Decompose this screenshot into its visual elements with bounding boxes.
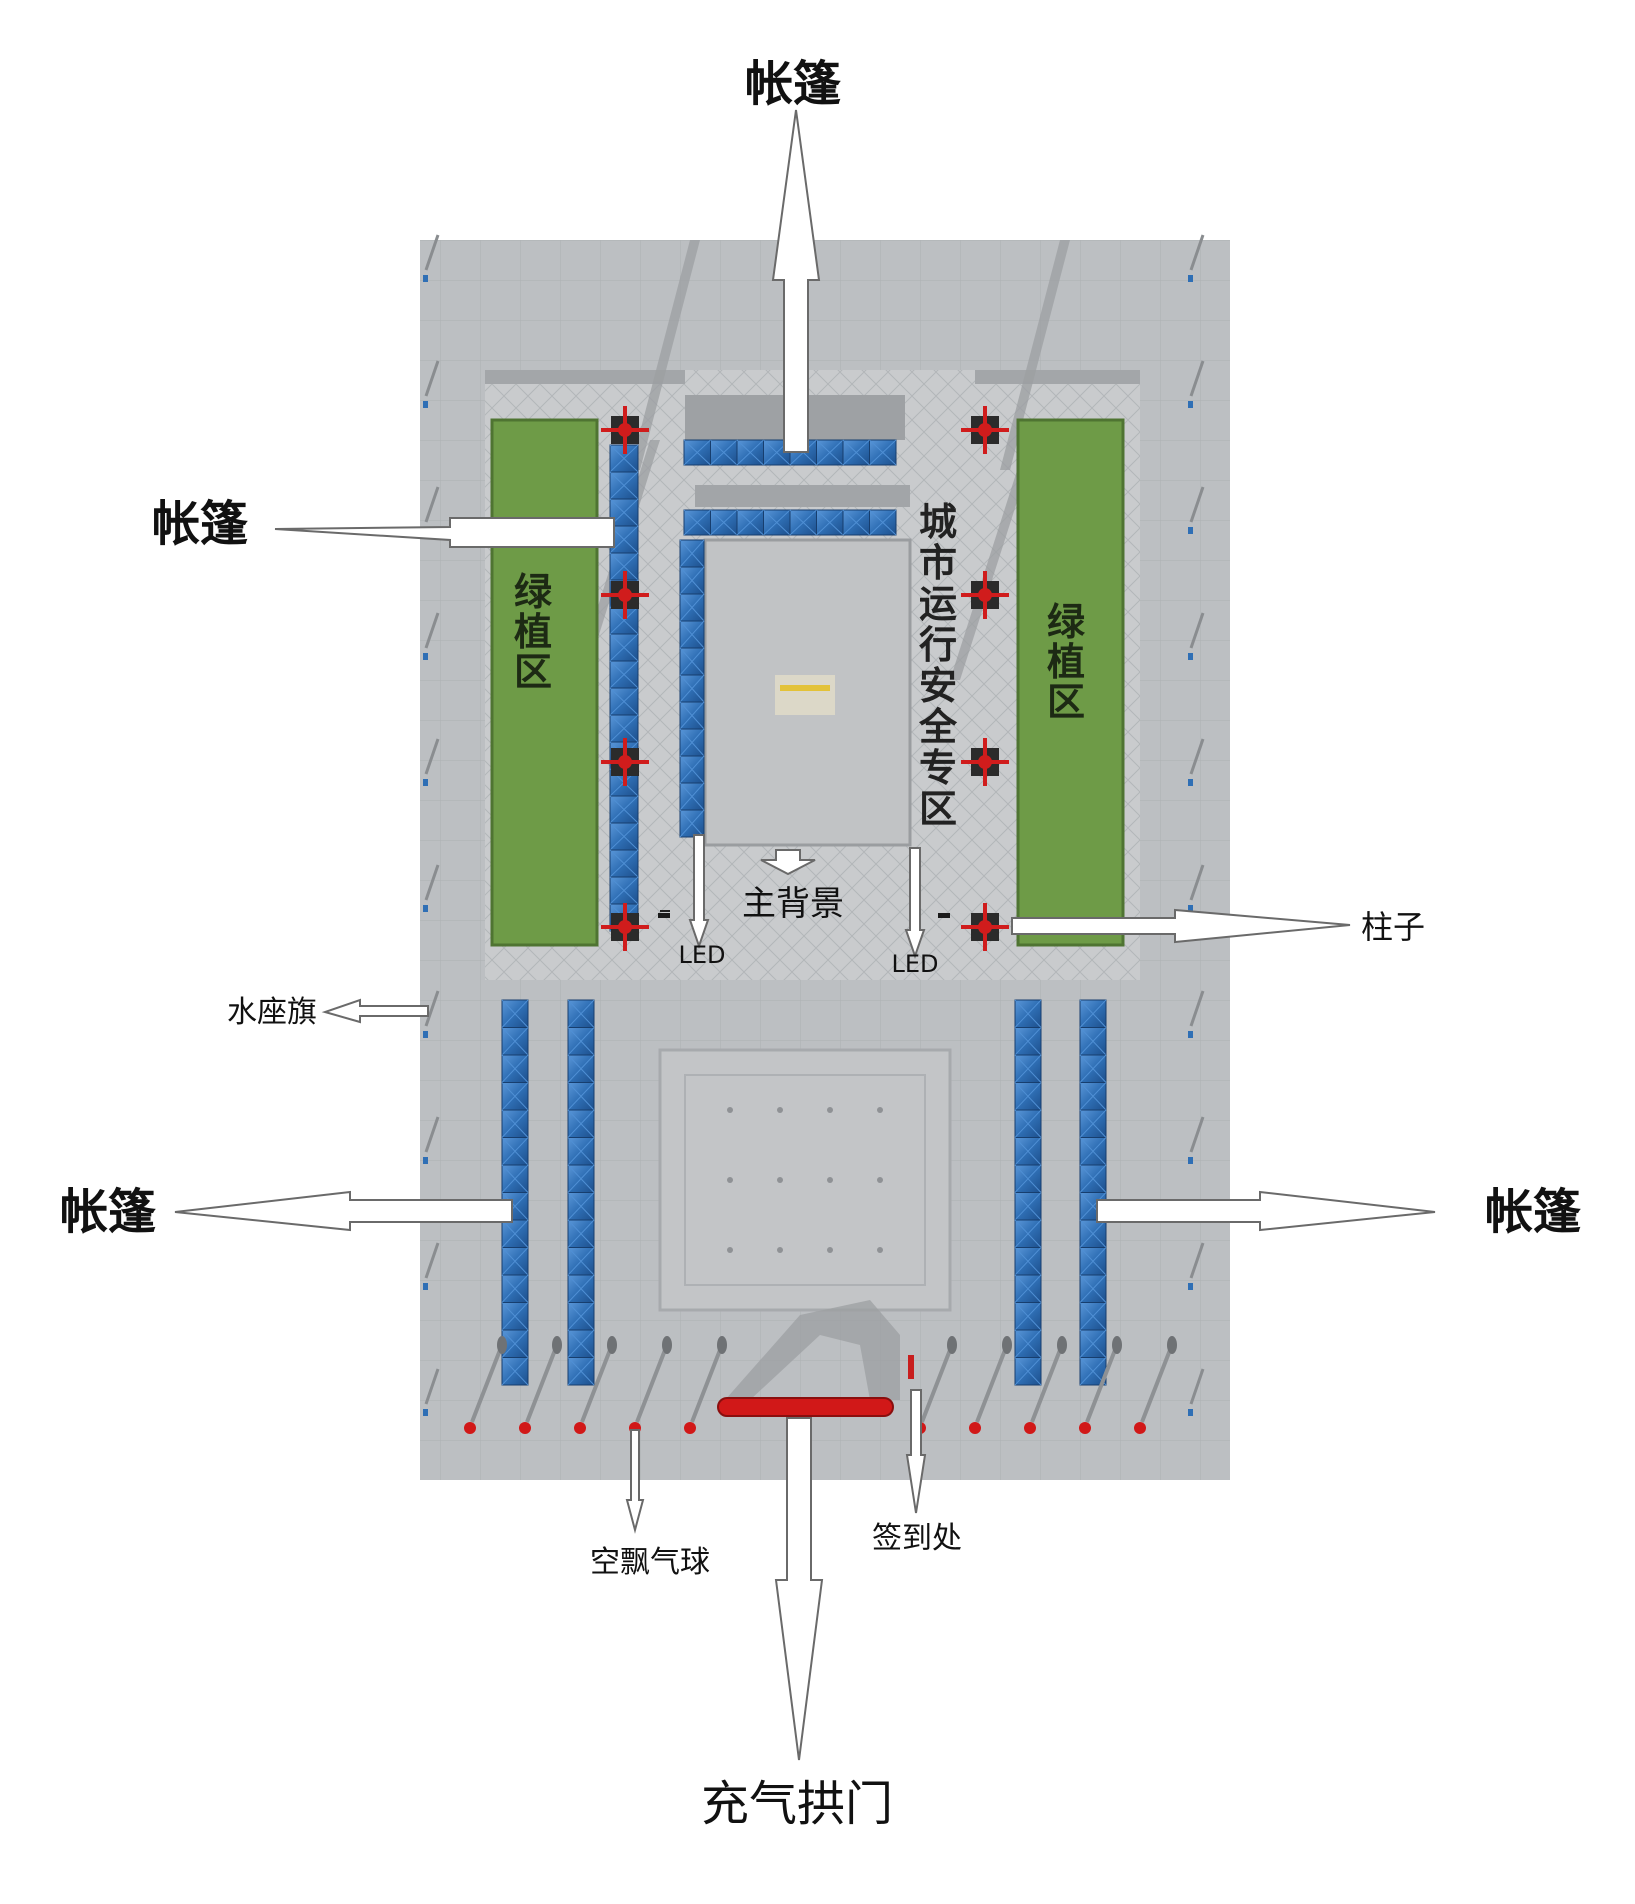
water-flag-icon: [1188, 738, 1205, 786]
tent-row-lower-left-1: [501, 999, 529, 1386]
label-signin: 签到处: [872, 1521, 962, 1556]
water-flag-icon: [1188, 1242, 1205, 1290]
label-led-right: LED: [891, 950, 938, 978]
green-zone-left: [490, 418, 599, 947]
arrows-group: [174, 109, 1436, 1761]
pillar-icon: [601, 903, 649, 951]
label-green-right: 绿植区: [1047, 600, 1086, 724]
water-flag-icon: [423, 360, 440, 408]
label-green-left: 绿植区: [514, 570, 553, 694]
arrow-led-left: [688, 834, 710, 950]
pillar-icon: [961, 406, 1009, 454]
balloon-icon: [969, 1336, 1012, 1434]
arrow-tent-right: [1096, 1190, 1436, 1232]
arrow-water-flag: [321, 998, 429, 1024]
water-flag-icon: [1188, 990, 1205, 1038]
label-tent-right: 帐篷: [1485, 1184, 1581, 1240]
water-flag-icon: [1188, 612, 1205, 660]
balloon-icon: [1134, 1336, 1177, 1434]
label-tent-left: 帐篷: [60, 1184, 156, 1240]
arrow-tent-upper-left: [274, 517, 615, 548]
green-zone-right: [1016, 418, 1125, 947]
label-balloon: 空飘气球: [590, 1545, 710, 1580]
arrow-tent-left: [174, 1190, 513, 1232]
pillars-group: [601, 406, 1009, 951]
arrow-main-backdrop: [760, 849, 816, 876]
label-main-backdrop: 主背景: [742, 884, 844, 924]
flags-group: [423, 234, 1205, 1416]
label-arch: 充气拱门: [701, 1776, 893, 1832]
lower-plaza: [658, 1048, 952, 1312]
label-safety-zone: 城市运行安全专区: [918, 500, 958, 831]
balloon-icon: [684, 1336, 727, 1434]
arrow-balloon: [625, 1429, 645, 1534]
label-led-left: LED: [678, 941, 725, 969]
inflatable-arch: [717, 1397, 894, 1417]
tent-row-stage-left: [679, 539, 705, 838]
signin-desk: [908, 1355, 914, 1379]
water-flag-icon: [1188, 486, 1205, 534]
balloon-icon: [519, 1336, 562, 1434]
label-water-flag: 水座旗: [227, 995, 317, 1030]
label-tent-top: 帐篷: [745, 56, 841, 112]
water-flag-icon: [1188, 864, 1205, 912]
led-screen-left: [660, 910, 670, 912]
water-flag-icon: [423, 612, 440, 660]
balloons-group: [464, 1336, 1177, 1434]
balloon-icon: [1079, 1336, 1122, 1434]
water-flag-icon: [423, 738, 440, 786]
water-flag-icon: [423, 1368, 440, 1416]
tent-row-top-2: [683, 509, 897, 536]
balloon-icon: [574, 1336, 617, 1434]
arrow-tent-top: [771, 109, 821, 453]
water-flag-icon: [1188, 234, 1205, 282]
pillar-icon: [961, 571, 1009, 619]
balloon-icon: [464, 1336, 507, 1434]
arrow-pillar: [1011, 908, 1351, 944]
led-screen-right-mark: [938, 913, 950, 918]
water-flag-icon: [423, 1116, 440, 1164]
water-flag-icon: [1188, 1116, 1205, 1164]
pillar-icon: [961, 903, 1009, 951]
label-tent-upper-left: 帐篷: [152, 496, 248, 552]
water-flag-icon: [423, 864, 440, 912]
arrow-arch: [774, 1417, 824, 1761]
tent-row-lower-left-2: [567, 999, 595, 1386]
arrow-signin: [905, 1389, 927, 1514]
water-flag-icon: [423, 1242, 440, 1290]
plaza-dots: [727, 1107, 883, 1253]
arrow-led-right: [904, 847, 926, 960]
tent-row-lower-right-2: [1079, 999, 1107, 1386]
label-pillar: 柱子: [1361, 908, 1425, 946]
pillar-icon: [601, 406, 649, 454]
pillar-icon: [601, 571, 649, 619]
tent-row-lower-right-1: [1014, 999, 1042, 1386]
balloon-icon: [1024, 1336, 1067, 1434]
water-flag-icon: [423, 234, 440, 282]
led-screen-left-mark: [658, 913, 670, 918]
water-flag-icon: [423, 990, 440, 1038]
water-flag-icon: [1188, 1368, 1205, 1416]
water-flag-icon: [1188, 360, 1205, 408]
tents-group: [501, 439, 1107, 1386]
pillar-icon: [961, 738, 1009, 786]
stage-podium: [775, 675, 835, 715]
pillar-icon: [601, 738, 649, 786]
